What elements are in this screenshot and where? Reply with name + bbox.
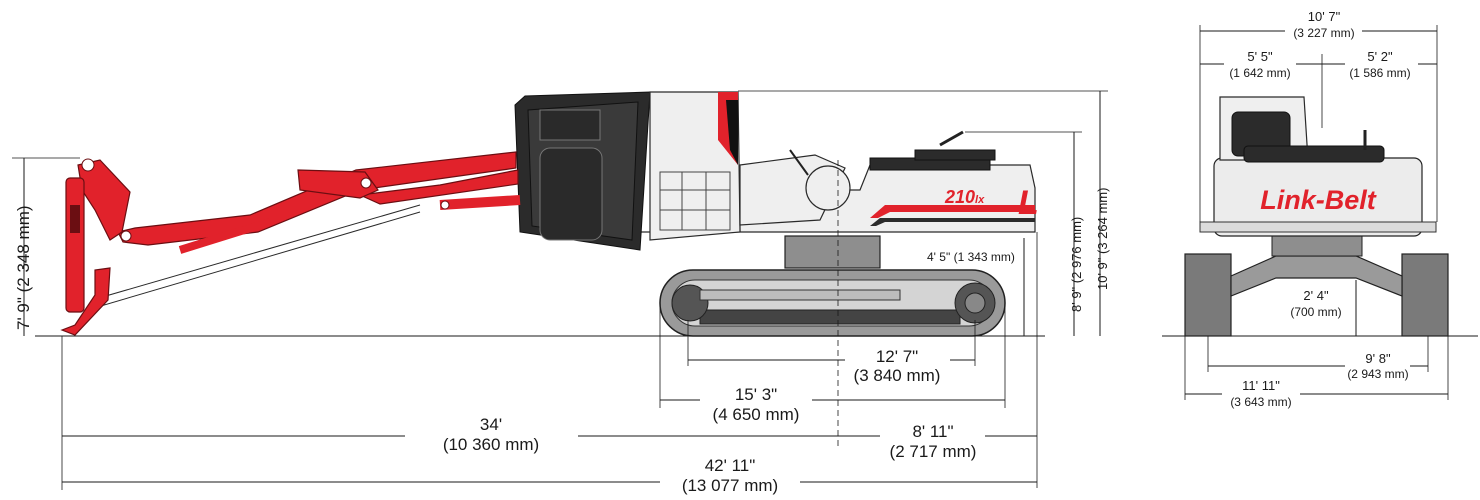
- dim-track-width: 11' 11" (3 643 mm): [1184, 336, 1449, 409]
- dim-overall-width-ft: 10' 7": [1308, 9, 1341, 24]
- right-track: [1401, 253, 1449, 337]
- dim-tumbler-length-mm: (3 840 mm): [854, 366, 941, 385]
- dim-track-gauge: 9' 8" (2 943 mm): [1207, 336, 1429, 381]
- dim-right-width-mm: (1 586 mm): [1349, 66, 1410, 80]
- dim-ground-clearance-mm: (700 mm): [1290, 305, 1341, 319]
- dim-front-reach-mm: (10 360 mm): [443, 435, 539, 454]
- boom-arm: [60, 151, 521, 336]
- dim-overall-width-mm: (3 227 mm): [1293, 26, 1354, 40]
- dim-tumbler-length-ft: 12' 7": [876, 347, 918, 366]
- dim-overall-width: 10' 7" (3 227 mm): [1199, 9, 1438, 222]
- dim-track-gauge-mm: (2 943 mm): [1347, 367, 1408, 381]
- dim-counterweight-clearance: 4' 5" (1 343 mm): [927, 238, 1025, 336]
- dim-track-length-mm: (4 650 mm): [713, 405, 800, 424]
- dim-tail-swing-ft: 8' 11": [912, 422, 953, 441]
- dim-reach-height: 7' 9" (2 348 mm): [12, 157, 80, 336]
- dim-overall-length-mm: (13 077 mm): [682, 476, 778, 495]
- dim-track-gauge-ft: 9' 8": [1365, 351, 1391, 366]
- dim-left-width-mm: (1 642 mm): [1229, 66, 1290, 80]
- dim-left-width: 5' 5" (1 642 mm): [1200, 49, 1322, 80]
- dim-cab-top-height-label: 10' 9" (3 264 mm): [1095, 188, 1110, 290]
- dim-tail-swing-mm: (2 717 mm): [890, 442, 977, 461]
- dim-front-reach-ft: 34': [480, 415, 502, 434]
- dim-overall-length-ft: 42' 11": [705, 456, 756, 475]
- dim-overall-length: 42' 11" (13 077 mm): [62, 456, 1037, 495]
- dim-front-reach: 34' (10 360 mm): [61, 336, 838, 490]
- dim-right-width: 5' 2" (1 586 mm): [1322, 49, 1437, 80]
- dim-counterweight-clearance-label: 4' 5" (1 343 mm): [927, 250, 1015, 264]
- brand-letter: L: [1018, 184, 1039, 222]
- dim-ground-clearance: 2' 4" (700 mm): [1290, 280, 1357, 336]
- dim-reach-height-label: 7' 9" (2 348 mm): [14, 205, 33, 330]
- cab: [514, 91, 741, 251]
- dim-track-width-ft: 11' 11": [1242, 378, 1280, 393]
- dim-left-width-ft: 5' 5": [1247, 49, 1273, 64]
- rear-brand: Link-Belt: [1260, 185, 1377, 215]
- dim-tumbler-length: 12' 7" (3 840 mm): [687, 320, 976, 385]
- dim-track-length: 15' 3" (4 650 mm): [659, 300, 1006, 424]
- model-badge: 210lx: [944, 187, 985, 207]
- dim-track-length-ft: 15' 3": [735, 385, 777, 404]
- dim-ground-clearance-ft: 2' 4": [1303, 288, 1329, 303]
- left-track: [1184, 253, 1232, 337]
- dim-track-width-mm: (3 643 mm): [1230, 395, 1291, 409]
- swing-bearing: [784, 235, 881, 269]
- dim-tail-swing: 8' 11" (2 717 mm): [838, 232, 1038, 488]
- dim-hood-height: 8' 9" (2 976 mm): [965, 131, 1084, 336]
- dim-cab-top-height: 10' 9" (3 264 mm): [738, 90, 1110, 336]
- dim-hood-height-label: 8' 9" (2 976 mm): [1069, 217, 1084, 312]
- track-assembly: [659, 269, 1006, 337]
- side-view: 210lx L: [12, 90, 1110, 495]
- dim-right-width-ft: 5' 2": [1367, 49, 1393, 64]
- boom-support: [739, 149, 851, 226]
- rear-view: Link-Belt 10' 7" (3 227 mm) 5' 5" (1 642…: [1162, 9, 1478, 409]
